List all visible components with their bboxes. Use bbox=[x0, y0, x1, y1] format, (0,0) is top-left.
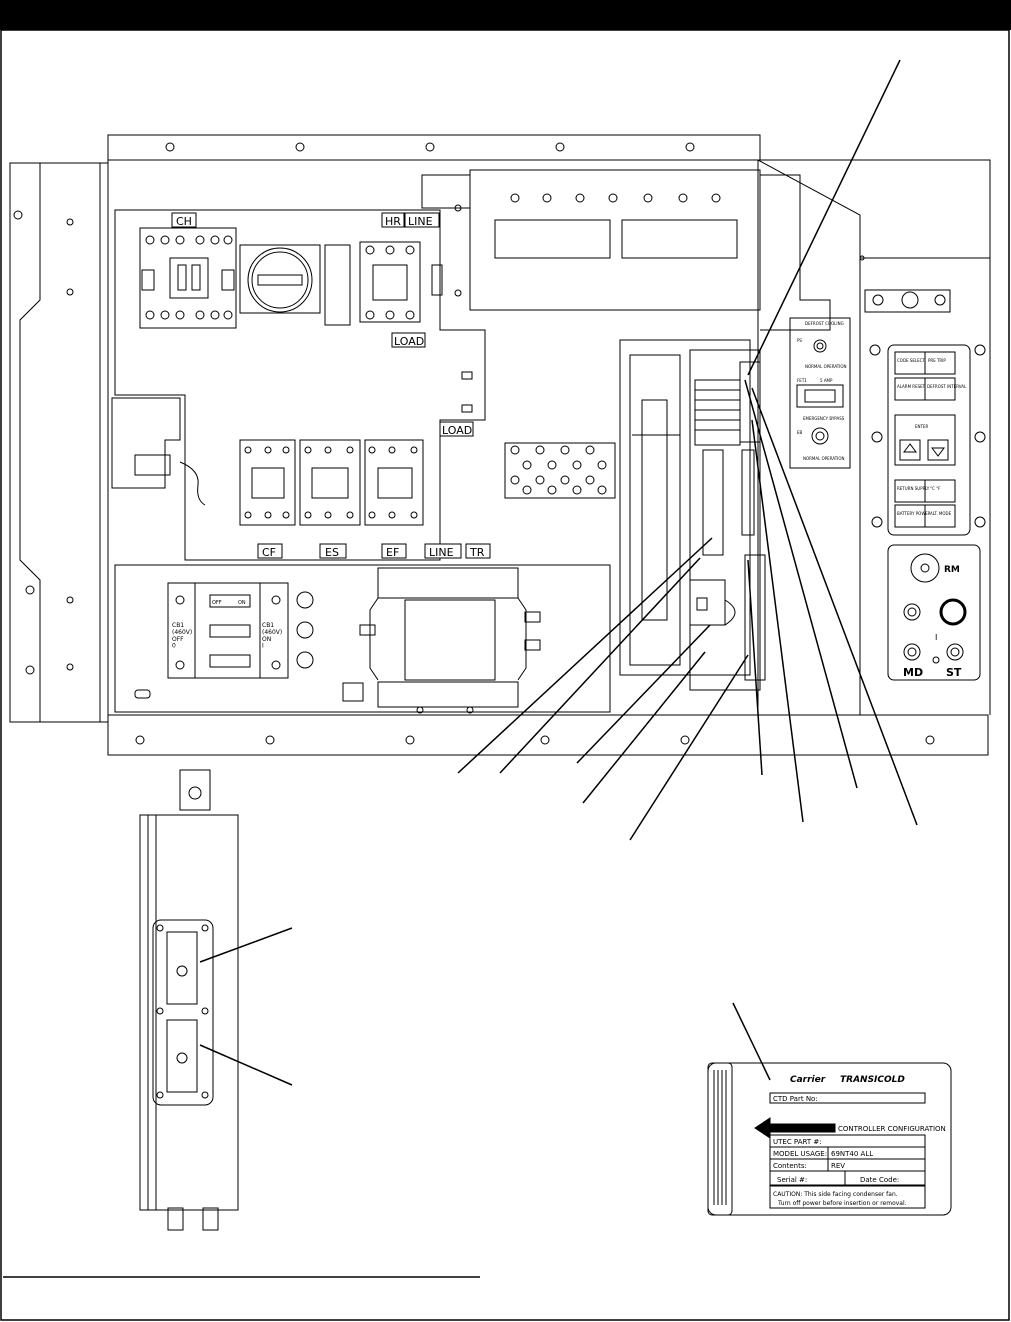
fuse-amp-label: 5 AMP bbox=[820, 378, 833, 383]
card-model-usage-label: MODEL USAGE: bbox=[773, 1150, 827, 1158]
key-alt-mode: ALT. MODE bbox=[930, 511, 952, 516]
card-ctd-part: CTD Part No: bbox=[773, 1095, 818, 1103]
key-units: °C °F bbox=[930, 486, 941, 491]
breaker-off-text: OFF bbox=[212, 600, 222, 606]
circuit-breakers bbox=[134, 582, 364, 702]
line-label-top: LINE bbox=[408, 215, 433, 228]
key-battery-power: BATTERY POWER bbox=[897, 511, 931, 516]
card-model-usage-value: 69NT40 ALL bbox=[831, 1150, 873, 1158]
key-defrost-interval: DEFROST INTERVAL bbox=[927, 384, 967, 389]
defrost-cooling-label: DEFROST COOLING bbox=[805, 321, 844, 326]
normal-operation-label-1: NORMAL OPERATION bbox=[805, 364, 847, 369]
side-module bbox=[139, 769, 239, 1231]
hr-label: HR bbox=[385, 215, 401, 228]
switch-panel: DEFROST COOLING PS NORMAL OPERATION FET1… bbox=[789, 317, 851, 469]
emergency-bypass-label: EMERGENCY BYPASS bbox=[803, 416, 845, 421]
cf-label: CF bbox=[262, 546, 276, 559]
card-caution: CAUTION: This side facing condenser fan. bbox=[773, 1191, 898, 1198]
normal-operation-label-2: NORMAL OPERATION bbox=[803, 456, 845, 461]
hour-meter bbox=[239, 244, 351, 326]
ef-contactor bbox=[364, 439, 424, 526]
key-return-supply: RETURN SUPPLY bbox=[897, 486, 930, 491]
key-alarm-reset: ALARM RESET bbox=[897, 384, 926, 389]
es-contactor bbox=[299, 439, 361, 526]
ch-label: CH bbox=[176, 215, 192, 228]
tr-label: TR bbox=[469, 546, 485, 559]
card-caution-2: Turn off power before insertion or remov… bbox=[777, 1200, 907, 1207]
load-label-2: LOAD bbox=[442, 424, 472, 437]
rm-label: RM bbox=[944, 565, 960, 575]
fet1-label: FET1 bbox=[797, 378, 807, 383]
pcmcia-card bbox=[707, 1062, 952, 1216]
key-pre-trip: PRE TRIP bbox=[928, 358, 946, 363]
indicator-label: I bbox=[935, 633, 937, 642]
control-box bbox=[9, 134, 991, 756]
keypad bbox=[869, 344, 986, 536]
key-code-select: CODE SELECT bbox=[897, 358, 925, 363]
cf-contactor bbox=[239, 439, 296, 526]
card-utec-part: UTEC PART #: bbox=[773, 1138, 822, 1146]
page-header-bar bbox=[0, 0, 1011, 30]
terminal-block bbox=[504, 442, 616, 499]
line-label-bottom: LINE bbox=[429, 546, 454, 559]
breaker-on-text: ON bbox=[238, 600, 246, 606]
card-date-code: Date Code: bbox=[860, 1176, 899, 1184]
card-brand-left: Carrier bbox=[790, 1075, 826, 1085]
es-label: ES bbox=[325, 546, 339, 559]
hr-contactor bbox=[359, 241, 443, 323]
leader-lines bbox=[199, 59, 918, 1086]
ps-label: PS bbox=[797, 338, 802, 343]
card-serial: Serial #: bbox=[777, 1176, 807, 1184]
ch-contactor bbox=[139, 227, 237, 329]
card-arrow-text: CONTROLLER CONFIGURATION bbox=[838, 1125, 946, 1133]
display-module bbox=[887, 544, 981, 681]
load-label-1: LOAD bbox=[394, 335, 424, 348]
md-label: MD bbox=[903, 666, 923, 679]
page-border bbox=[0, 29, 1010, 1321]
key-enter: ENTER bbox=[915, 424, 928, 429]
card-contents-label: Contents: bbox=[773, 1162, 807, 1170]
controller-module bbox=[619, 339, 766, 691]
transformer bbox=[359, 567, 541, 714]
power-plug bbox=[111, 397, 206, 506]
ef-label: EF bbox=[386, 546, 399, 559]
eb-label: EB bbox=[797, 430, 803, 435]
fuse-clamp bbox=[859, 255, 951, 313]
card-contents-value: REV bbox=[831, 1162, 845, 1170]
card-brand-right: TRANSICOLD bbox=[840, 1075, 905, 1085]
st-label: ST bbox=[946, 666, 962, 679]
